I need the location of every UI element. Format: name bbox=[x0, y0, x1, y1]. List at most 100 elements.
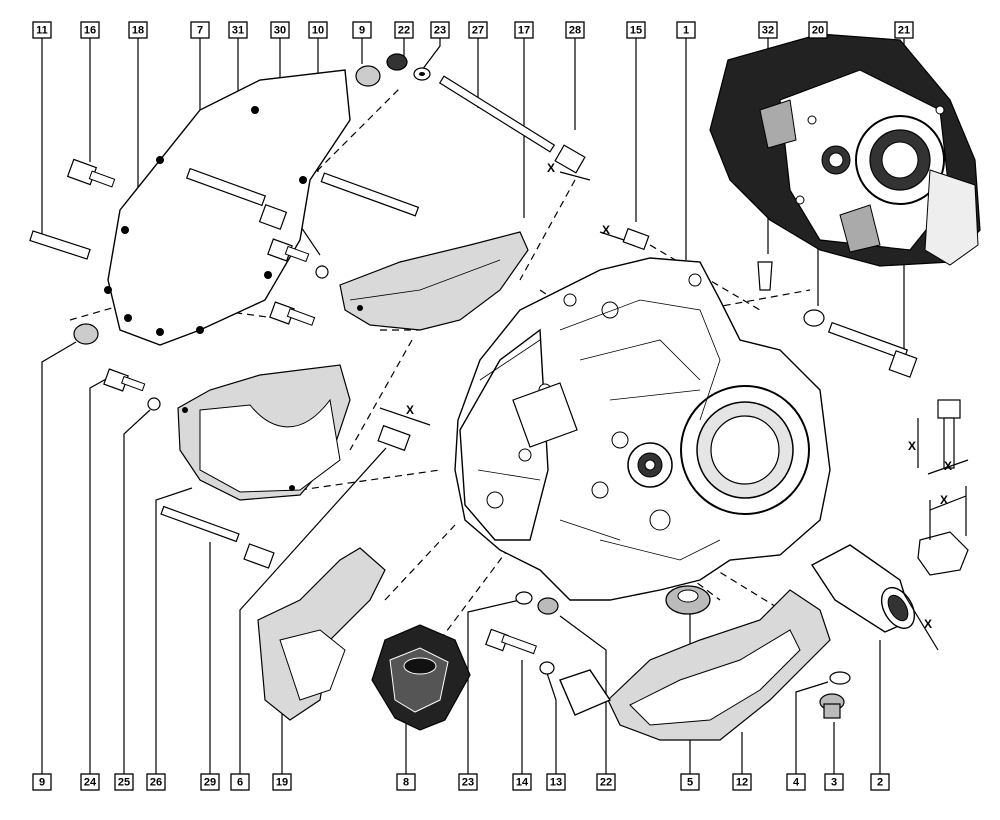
callout-box bbox=[732, 773, 752, 791]
housing-reference-view bbox=[709, 33, 981, 267]
callout-number: 26 bbox=[150, 777, 162, 789]
callout-box bbox=[190, 21, 210, 39]
callout-box bbox=[870, 773, 890, 791]
callout-top-27: 27 bbox=[468, 21, 488, 39]
callout-number: 14 bbox=[516, 777, 529, 789]
callout-box bbox=[596, 773, 616, 791]
callout-number: 4 bbox=[793, 777, 800, 789]
callout-number: 6 bbox=[237, 777, 243, 789]
callout-top-22: 22 bbox=[394, 21, 414, 39]
callout-number: 1 bbox=[683, 25, 689, 37]
callout-box bbox=[228, 21, 248, 39]
callout-number: 22 bbox=[398, 25, 410, 37]
callout-number: 11 bbox=[36, 25, 48, 37]
callout-box bbox=[394, 21, 414, 39]
callout-box bbox=[894, 21, 914, 39]
dim-bolt-width: X bbox=[944, 459, 952, 473]
bottom-pan bbox=[559, 589, 831, 741]
callout-top-16: 16 bbox=[80, 21, 100, 39]
callout-box bbox=[352, 21, 372, 39]
callout-bot-8: 8 bbox=[396, 773, 416, 791]
lower-cover bbox=[177, 364, 351, 501]
callout-number: 2 bbox=[877, 777, 883, 789]
callout-number: 29 bbox=[204, 777, 216, 789]
callout-number: 5 bbox=[687, 777, 693, 789]
callout-number: 22 bbox=[600, 777, 612, 789]
callout-bot-25: 25 bbox=[114, 773, 134, 791]
callout-number: 8 bbox=[403, 777, 409, 789]
callout-box bbox=[32, 773, 52, 791]
callout-number: 18 bbox=[132, 25, 144, 37]
callout-top-9: 9 bbox=[352, 21, 372, 39]
dim-bolt-height: X bbox=[908, 439, 916, 453]
callout-number: 27 bbox=[472, 25, 484, 37]
callout-box bbox=[512, 773, 532, 791]
callout-box bbox=[114, 773, 134, 791]
callout-box bbox=[146, 773, 166, 791]
gear-boot bbox=[371, 624, 471, 731]
callout-number: 10 bbox=[312, 25, 324, 37]
callout-box bbox=[680, 773, 700, 791]
callout-number: 24 bbox=[84, 777, 97, 789]
callout-number: 25 bbox=[118, 777, 130, 789]
callout-bot-23: 23 bbox=[458, 773, 478, 791]
callout-top-21: 21 bbox=[894, 21, 914, 39]
upper-guard bbox=[339, 231, 529, 331]
callout-bot-6: 6 bbox=[230, 773, 250, 791]
callout-number: 9 bbox=[359, 25, 365, 37]
callout-bot-29: 29 bbox=[200, 773, 220, 791]
callout-top-7: 7 bbox=[190, 21, 210, 39]
callout-bot-2: 2 bbox=[870, 773, 890, 791]
callout-number: 16 bbox=[84, 25, 96, 37]
callout-number: 7 bbox=[197, 25, 203, 37]
callout-number: 12 bbox=[736, 777, 748, 789]
callout-top-15: 15 bbox=[626, 21, 646, 39]
callout-box bbox=[272, 773, 292, 791]
callout-box bbox=[396, 773, 416, 791]
callout-box bbox=[458, 773, 478, 791]
callout-bot-12: 12 bbox=[732, 773, 752, 791]
dim-dowel-gap: X bbox=[406, 403, 414, 417]
callout-box bbox=[270, 21, 290, 39]
callout-number: 23 bbox=[434, 25, 446, 37]
callout-box bbox=[758, 21, 778, 39]
dim-pin-gap: X bbox=[602, 223, 610, 237]
callout-bot-13: 13 bbox=[546, 773, 566, 791]
callout-bot-22: 22 bbox=[596, 773, 616, 791]
callout-top-17: 17 bbox=[514, 21, 534, 39]
callout-bot-4: 4 bbox=[786, 773, 806, 791]
cover-plate bbox=[104, 69, 351, 346]
callout-number: 15 bbox=[630, 25, 642, 37]
callout-number: 9 bbox=[39, 777, 45, 789]
callout-number: 3 bbox=[831, 777, 837, 789]
callout-number: 28 bbox=[569, 25, 581, 37]
callout-number: 23 bbox=[462, 777, 474, 789]
dim-sleeve-length: X bbox=[924, 617, 932, 631]
callout-bot-5: 5 bbox=[680, 773, 700, 791]
callout-box bbox=[824, 773, 844, 791]
measurement-details bbox=[379, 171, 969, 651]
callout-bot-3: 3 bbox=[824, 773, 844, 791]
callout-box bbox=[468, 21, 488, 39]
callout-box bbox=[80, 773, 100, 791]
callout-box bbox=[514, 21, 534, 39]
callout-box bbox=[808, 21, 828, 39]
callout-top-32: 32 bbox=[758, 21, 778, 39]
callout-box bbox=[230, 773, 250, 791]
callout-number: 30 bbox=[274, 25, 286, 37]
callout-number: 17 bbox=[518, 25, 530, 37]
callout-top-18: 18 bbox=[128, 21, 148, 39]
pinion-sleeve bbox=[810, 544, 916, 633]
callout-top-23: 23 bbox=[430, 21, 450, 39]
bracket bbox=[257, 547, 386, 721]
callout-bot-24: 24 bbox=[80, 773, 100, 791]
callout-top-30: 30 bbox=[270, 21, 290, 39]
callout-top-20: 20 bbox=[808, 21, 828, 39]
callout-top-10: 10 bbox=[308, 21, 328, 39]
callout-box bbox=[32, 21, 52, 39]
callout-bot-14: 14 bbox=[512, 773, 532, 791]
callout-top-11: 11 bbox=[32, 21, 52, 39]
